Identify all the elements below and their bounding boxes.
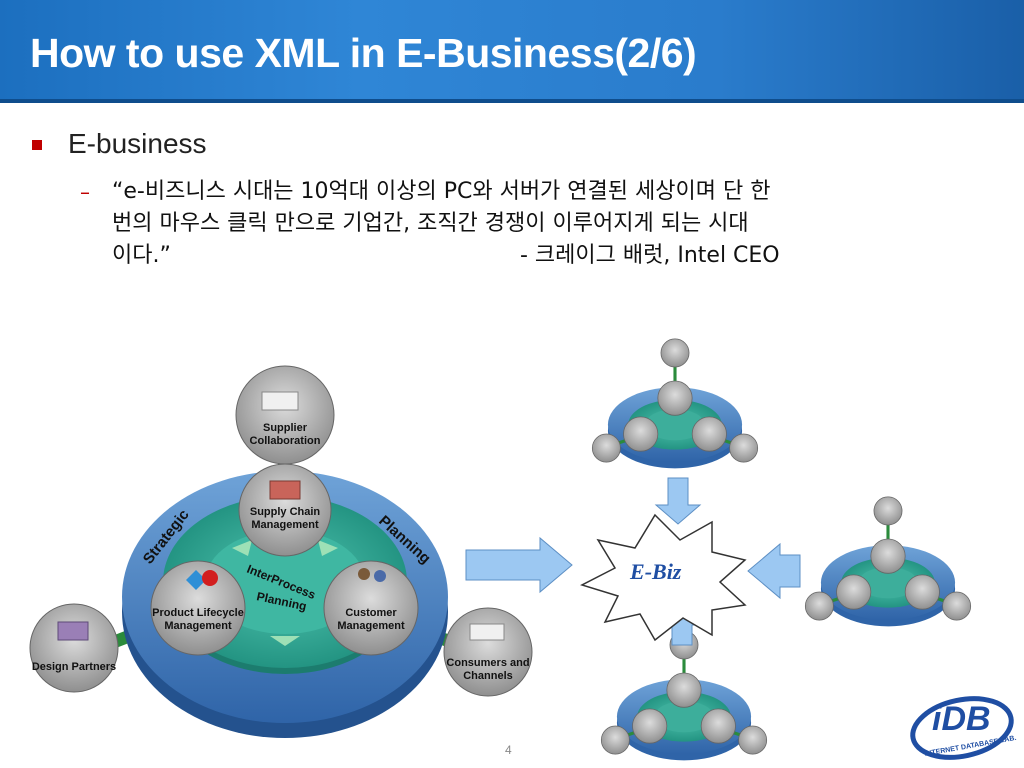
ebiz-label: E-Biz — [629, 559, 682, 584]
consumers-device-icon — [469, 623, 505, 641]
mini-hub-top — [590, 337, 760, 470]
label-supply-chain-1: Supply Chain — [250, 506, 321, 518]
logo-text: iDB — [932, 700, 991, 738]
customer-people-icon — [358, 568, 370, 580]
quote-line-2: 번의 마우스 클릭 만으로 기업간, 조직간 경쟁이 이루어지게 되는 시대 — [112, 211, 749, 236]
node-consumers — [443, 607, 533, 697]
supplier-truck-icon — [261, 391, 299, 411]
ebiz-rest: -Biz — [645, 559, 682, 584]
idb-logo: iDB INTERNET DATABASE LAB. — [910, 696, 1017, 760]
quote-text: “e-비즈니스 시대는 10억대 이상의 PC와 서버가 연결된 세상이며 단 … — [112, 176, 992, 272]
label-customer-2: Management — [337, 620, 405, 632]
bullet-ebusiness: E-business — [68, 128, 207, 159]
ring-arrow-2-icon — [318, 540, 338, 556]
quote-line-1: “e-비즈니스 시대는 10억대 이상의 PC와 서버가 연결된 세상이며 단 … — [112, 179, 771, 204]
label-design-partners: Design Partners — [32, 661, 116, 673]
arrow-down-icon — [654, 477, 702, 525]
label-supplier: Supplier — [263, 422, 308, 434]
ring-arrow-1-icon — [232, 540, 252, 556]
label-consumers-2: Channels — [463, 670, 513, 682]
label-product-1: Product Lifecycle — [152, 607, 244, 619]
slide-title: How to use XML in E-Business(2/6) — [30, 30, 697, 76]
label-supply-chain-2: Management — [251, 519, 319, 531]
logo-ring — [910, 696, 1014, 760]
label-customer-1: Customer — [345, 607, 397, 619]
ebiz-e: E — [629, 559, 645, 584]
arrow-left-icon — [747, 542, 801, 600]
dash-icon: – — [80, 180, 90, 204]
node-supply-chain — [238, 463, 332, 557]
page-number: 4 — [505, 743, 512, 757]
label-consumers-1: Consumers and — [446, 657, 529, 669]
quote-attribution: - 크레이그 배럿, Intel CEO — [520, 243, 780, 268]
arrow-right-icon — [465, 536, 573, 594]
node-customer — [323, 560, 419, 656]
product-shapes-icon — [186, 570, 206, 590]
design-desk-icon — [57, 621, 89, 641]
bullet-square-icon — [32, 140, 42, 150]
product-sphere-icon — [202, 570, 218, 586]
ebiz-starburst — [580, 513, 747, 642]
mini-hub-bottom — [599, 629, 769, 762]
mini-hub-right — [803, 495, 973, 628]
label-product-2: Management — [164, 620, 232, 632]
ring-arrow-3-icon — [270, 636, 300, 646]
customer-people-icon-2 — [374, 570, 386, 582]
ecosystem-diagram-large: Strategic Planning InterProcess Planning… — [29, 365, 533, 738]
label-collaboration: Collaboration — [250, 435, 321, 447]
node-supplier — [235, 365, 335, 465]
factory-icon — [269, 480, 301, 500]
node-product-lifecycle — [150, 560, 246, 656]
node-design-partners — [29, 603, 119, 693]
quote-line-3: 이다.” — [112, 243, 171, 268]
title-bar: How to use XML in E-Business(2/6) — [0, 0, 1024, 103]
